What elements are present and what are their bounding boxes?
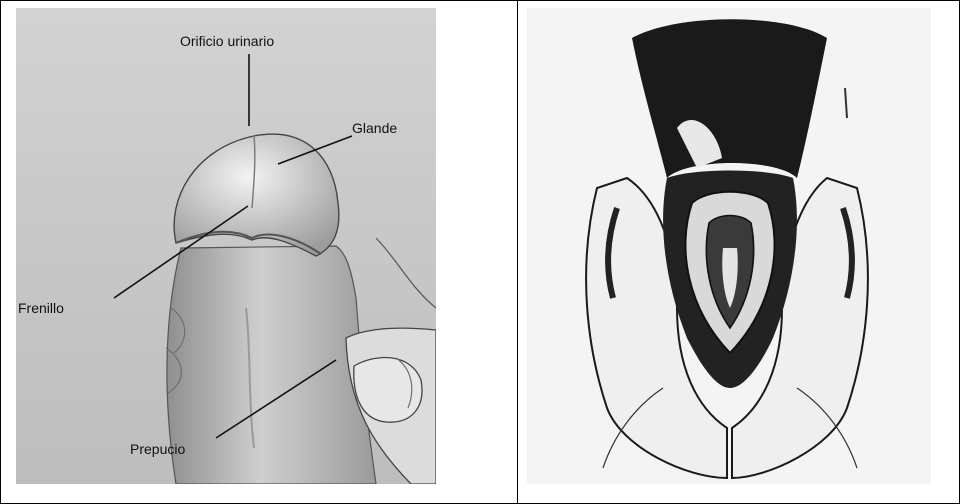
label-glande: Glande	[352, 121, 397, 135]
table-divider	[517, 0, 518, 504]
label-frenillo: Frenillo	[18, 301, 64, 315]
label-prepucio: Prepucio	[130, 442, 185, 456]
right-anatomy-illustration	[527, 8, 931, 484]
label-orificio-urinario: Orificio urinario	[180, 34, 274, 48]
left-anatomy-illustration	[16, 8, 436, 484]
left-anatomy-panel: Orificio urinario Glande Frenillo Prepuc…	[16, 8, 436, 484]
right-anatomy-panel	[527, 8, 931, 484]
